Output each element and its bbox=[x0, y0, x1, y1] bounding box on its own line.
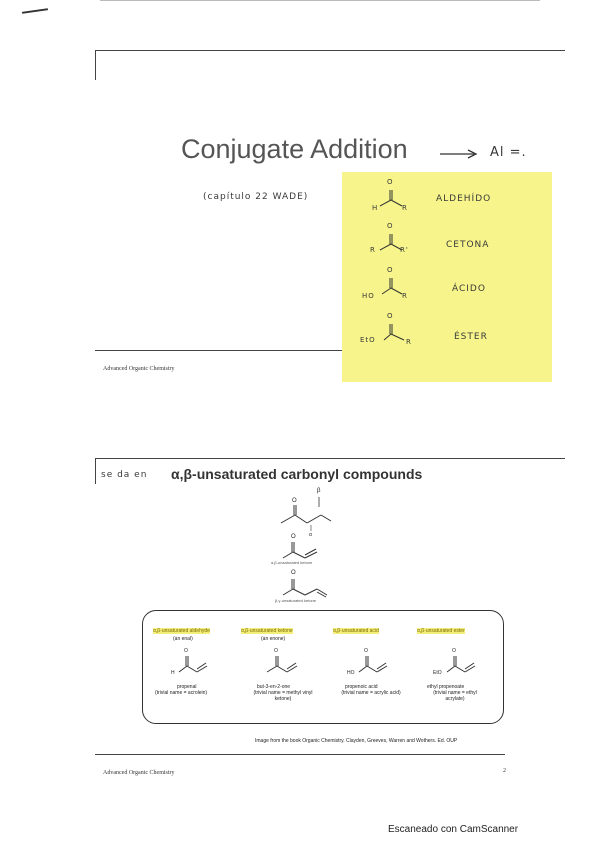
compound-column-ketone: α,β-unsaturated ketone (an enone) O but-… bbox=[237, 622, 325, 720]
image-credit: Image from the book Organic Chemistry. C… bbox=[255, 738, 458, 744]
page-number: 2 bbox=[503, 768, 506, 774]
atom-right: R bbox=[402, 292, 408, 300]
aldehyde-structure bbox=[379, 190, 403, 207]
middle-caption: α,β-unsaturated ketone bbox=[271, 560, 313, 565]
alpha-beta-structure bbox=[280, 497, 332, 531]
compound-name: propenoic acid bbox=[345, 684, 378, 690]
beta-gamma-structure bbox=[282, 579, 328, 598]
atom-o: O bbox=[387, 266, 394, 274]
compound-column-acid: α,β-unsaturated acid O HO propenoic acid… bbox=[327, 622, 415, 720]
ketone-structure bbox=[379, 234, 403, 251]
slide-footer: Advanced Organic Chemistry bbox=[103, 770, 175, 776]
propenal-structure bbox=[178, 656, 208, 673]
lower-o: O bbox=[291, 570, 296, 576]
butenone-structure bbox=[266, 656, 298, 673]
acid-structure bbox=[381, 278, 403, 295]
atom-right: R bbox=[406, 338, 412, 346]
column-heading: α,β-unsaturated aldehyde bbox=[153, 628, 210, 634]
atom-eto: EtO bbox=[433, 670, 442, 676]
ethyl-propenoate-structure bbox=[446, 656, 476, 673]
trivial-name: (trivial name = ethyl acrylate) bbox=[433, 690, 477, 702]
atom-o: O bbox=[184, 648, 188, 654]
note-row-ester: O EtO R ÉSTER bbox=[356, 312, 540, 354]
atom-o: O bbox=[387, 312, 394, 320]
slide-title: α,β-unsaturated carbonyl compounds bbox=[171, 466, 423, 482]
atom-ho: HO bbox=[347, 670, 355, 676]
atom-left: EtO bbox=[360, 336, 376, 344]
compound-name: ÉSTER bbox=[454, 332, 488, 342]
atom-left: R bbox=[370, 246, 376, 254]
alpha-label: α bbox=[309, 532, 312, 538]
slide-2: se da en α,β-unsaturated carbonyl compou… bbox=[95, 458, 565, 783]
trivial-name: (trivial name = acrylic acid) bbox=[341, 690, 401, 696]
compounds-box bbox=[142, 610, 504, 724]
note-row-ketone: O R R' CETONA bbox=[360, 222, 540, 264]
arrow-icon bbox=[440, 149, 478, 159]
ester-structure bbox=[383, 324, 405, 341]
middle-o: O bbox=[291, 534, 296, 540]
handwritten-prefix: se da en bbox=[101, 470, 148, 480]
note-row-acid: O HO R ÁCIDO bbox=[360, 266, 540, 308]
trivial-name: (trivial name = acrolein) bbox=[155, 690, 208, 696]
atom-o: O bbox=[387, 222, 394, 230]
compound-name: ALDEHÍDO bbox=[436, 194, 492, 204]
compound-name: CETONA bbox=[446, 240, 490, 250]
slide-title: Conjugate Addition bbox=[181, 134, 408, 164]
note-row-aldehyde: O H R ALDEHÍDO bbox=[360, 178, 540, 220]
atom-o: O bbox=[387, 178, 394, 186]
compound-name: propenal bbox=[177, 684, 197, 690]
beta-label: β bbox=[317, 488, 321, 494]
scan-mark bbox=[21, 8, 49, 14]
column-heading: α,β-unsaturated ester bbox=[417, 628, 465, 634]
compound-name: but-3-en-2-one bbox=[257, 684, 291, 690]
atom-left: H bbox=[372, 204, 379, 212]
unsaturated-ketone-structure bbox=[282, 542, 318, 559]
atom-right: R bbox=[402, 204, 408, 212]
camscanner-watermark: Escaneado con CamScanner bbox=[388, 824, 519, 835]
trivial-name: (trivial name = methyl vinyl ketone) bbox=[253, 690, 313, 702]
compound-name: ÁCIDO bbox=[452, 284, 486, 294]
sticky-note bbox=[342, 172, 552, 382]
column-heading: α,β-unsaturated ketone bbox=[241, 628, 293, 634]
chapter-note: (capítulo 22 WADE) bbox=[203, 192, 309, 202]
slide-footer: Advanced Organic Chemistry bbox=[103, 366, 175, 372]
compound-column-aldehyde: α,β-unsaturated aldehyde (an enal) O H p… bbox=[147, 622, 235, 720]
compound-name: ethyl propenoate bbox=[427, 684, 465, 690]
atom-o: O bbox=[274, 648, 278, 654]
atom-o: O bbox=[364, 648, 368, 654]
compound-column-ester: α,β-unsaturated ester O EtO ethyl propen… bbox=[415, 622, 503, 720]
atom-h: H bbox=[171, 670, 175, 676]
atom-right: R' bbox=[400, 246, 409, 254]
atom-o: O bbox=[452, 648, 456, 654]
column-heading: α,β-unsaturated acid bbox=[333, 628, 379, 634]
column-sub: (an enone) bbox=[261, 636, 286, 642]
slide-1: Conjugate Addition Al =. (capítulo 22 WA… bbox=[95, 50, 565, 380]
top-edge-line bbox=[100, 0, 540, 1]
column-sub: (an enal) bbox=[173, 636, 193, 642]
carbonyl-o: O bbox=[292, 498, 297, 504]
lower-caption: β,γ-unsaturated ketone bbox=[275, 598, 316, 603]
atom-left: HO bbox=[362, 292, 375, 300]
propenoic-acid-structure bbox=[358, 656, 388, 673]
title-note: Al =. bbox=[490, 145, 527, 160]
